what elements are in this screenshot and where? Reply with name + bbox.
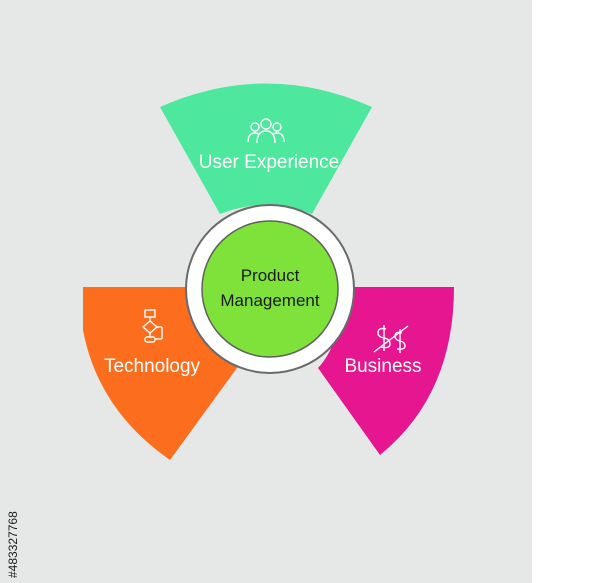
- stock-id-vertical: #483327768: [6, 511, 20, 578]
- segment-business-shape: [318, 287, 454, 455]
- users-icon: [247, 118, 285, 144]
- segment-label-user-experience: User Experience: [199, 152, 339, 173]
- center-title-line1: Product: [241, 266, 300, 285]
- center-title-line2: Management: [220, 291, 320, 310]
- center-node: Product Management: [185, 204, 355, 374]
- flowchart-icon: [141, 309, 163, 343]
- segment-label-technology: Technology: [104, 356, 201, 377]
- segment-user-experience: User Experience: [160, 83, 372, 214]
- stock-id-text: #483327768: [6, 511, 20, 578]
- dollar-icon: [373, 325, 409, 353]
- segment-label-business: Business: [344, 356, 421, 377]
- segment-user-experience-shape: [160, 83, 372, 214]
- segment-business: Business: [318, 287, 454, 455]
- center-inner-circle: [201, 220, 339, 358]
